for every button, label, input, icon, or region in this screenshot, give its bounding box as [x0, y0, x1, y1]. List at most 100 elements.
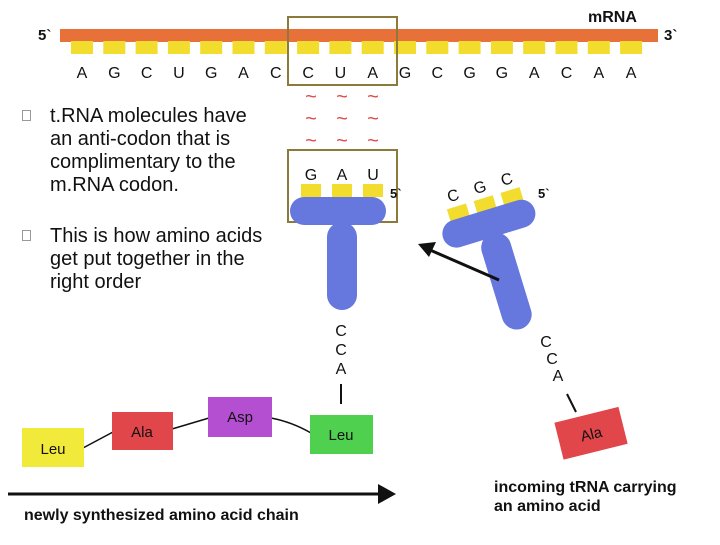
- incoming-anticodon-letter: C: [499, 170, 515, 190]
- chain-residue-asp-label: Asp: [227, 409, 253, 426]
- mrna-base-tab: [135, 41, 158, 54]
- mrna-base-tab: [587, 41, 610, 54]
- bullet-list: t.RNA molecules have an anti-codon that …: [22, 105, 272, 294]
- mrna-base-letter: A: [529, 65, 540, 82]
- mrna-base-letter: C: [302, 65, 314, 82]
- incoming-acceptor-letter: A: [553, 368, 564, 385]
- mrna-base-letter: G: [108, 65, 120, 82]
- incoming-arrow-shaft: [429, 248, 500, 282]
- chain-residue-leu2-box: [310, 415, 373, 454]
- bullet-item: t.RNA molecules have an anti-codon that …: [22, 105, 272, 197]
- chain-bond-1: [82, 431, 114, 449]
- mrna-base-tab: [523, 41, 546, 54]
- mrna-base-letter: G: [496, 65, 508, 82]
- chain-residue-leu-label: Leu: [40, 441, 65, 458]
- codon-highlight-box: [287, 16, 398, 86]
- mrna-base-tab: [71, 41, 93, 54]
- incoming-trna-acceptor: CCA: [540, 334, 563, 385]
- incoming-trna-link: [566, 393, 577, 413]
- base-pair-wobble: ~: [305, 86, 317, 108]
- chain-residue-ala-label: Ala: [131, 424, 153, 441]
- mrna-base-tab: [620, 41, 643, 54]
- incoming-caption-line-1: incoming tRNA carrying: [494, 479, 677, 496]
- bullet-marker: [22, 110, 31, 121]
- bound-trna-stem: [327, 222, 357, 310]
- mrna-base-tab: [426, 41, 449, 54]
- base-pairing-marks: ~~~~~~~~~: [305, 86, 379, 152]
- acceptor-letter: C: [335, 323, 347, 340]
- mrna-base-tab: [200, 41, 223, 54]
- mrna-base-letter: C: [141, 65, 153, 82]
- mrna-base-letter: U: [173, 65, 185, 82]
- mrna-base-letter: A: [77, 65, 88, 82]
- anticodon-letter: A: [337, 167, 348, 184]
- chain-residue-leu-box: [22, 428, 84, 467]
- base-pair-wobble: ~: [336, 86, 348, 108]
- incoming-trna-five-prime: 5`: [538, 186, 550, 201]
- mrna-base-letter: A: [238, 65, 249, 82]
- chain-residue-leu2-label: Leu: [328, 427, 353, 444]
- mrna-base-letter: A: [626, 65, 637, 82]
- mrna-base-tab: [232, 41, 255, 54]
- mrna-base-tab: [297, 41, 320, 54]
- mrna-base-tab: [167, 41, 190, 54]
- mrna-five-prime: 5`: [38, 27, 51, 44]
- incoming-acceptor-letter: C: [540, 334, 552, 351]
- base-pair-wobble: ~: [367, 86, 379, 108]
- mrna-base-letter: G: [399, 65, 411, 82]
- incoming-ala-box: [554, 406, 628, 460]
- mrna-base-letter: A: [593, 65, 604, 82]
- mrna-three-prime: 3`: [664, 27, 677, 44]
- incoming-trna-head: [442, 199, 536, 248]
- bullet-text: t.RNA molecules have an anti-codon that …: [50, 105, 247, 196]
- mrna-base-tab: [103, 41, 126, 54]
- chain-residue-ala-box: [112, 412, 173, 450]
- mrna-base-letter: U: [335, 65, 347, 82]
- bullet-item: This is how amino acids get put together…: [22, 225, 272, 294]
- base-pair-wobble: ~: [367, 130, 379, 152]
- acceptor-letter: A: [336, 361, 347, 378]
- mrna-base-tab: [394, 41, 416, 54]
- bound-trna-acceptor: CCA: [335, 323, 347, 378]
- mrna-base-tabs: [71, 41, 643, 54]
- chain-direction-arrow-head: [378, 484, 396, 504]
- incoming-acceptor-letter: C: [546, 351, 558, 368]
- anticodon-letter: G: [305, 167, 317, 184]
- incoming-anticodon-letter: C: [445, 187, 461, 207]
- mrna-base-tab: [490, 41, 513, 54]
- base-pair-wobble: ~: [305, 130, 317, 152]
- incoming-anticodon-letter: G: [472, 178, 489, 198]
- anticodon-tab: [363, 184, 383, 197]
- mrna-base-letter: A: [367, 65, 378, 82]
- chain-caption: newly synthesized amino acid chain: [24, 507, 299, 524]
- incoming-caption-line-2: an amino acid: [494, 498, 601, 515]
- mrna-base-tab: [555, 41, 578, 54]
- mrna-strand: [60, 29, 658, 42]
- incoming-arrow-head: [418, 242, 436, 257]
- bullet-marker: [22, 230, 31, 241]
- bullet-text: This is how amino acids get put together…: [50, 225, 263, 293]
- acceptor-letter: C: [335, 342, 347, 359]
- chain-bond-3: [270, 417, 312, 434]
- anticodon-tab: [301, 184, 321, 197]
- chain-residue-asp-box: [208, 397, 272, 437]
- mrna-base-letter: G: [205, 65, 217, 82]
- mrna-base-letter: C: [561, 65, 573, 82]
- mrna-base-letter: C: [432, 65, 444, 82]
- incoming-amino-acid: Ala: [554, 406, 628, 460]
- chain-bond-2: [171, 417, 210, 430]
- base-pair-wobble: ~: [305, 108, 317, 130]
- mrna-base-tab: [329, 41, 352, 54]
- anticodon-letter: U: [367, 167, 379, 184]
- base-pair-wobble: ~: [367, 108, 379, 130]
- mrna-base-tab: [361, 41, 384, 54]
- mrna-base-letter: C: [270, 65, 282, 82]
- mrna-base-tab: [264, 41, 287, 54]
- incoming-trna-stem: [481, 232, 532, 330]
- incoming-ala-label: Ala: [579, 424, 605, 446]
